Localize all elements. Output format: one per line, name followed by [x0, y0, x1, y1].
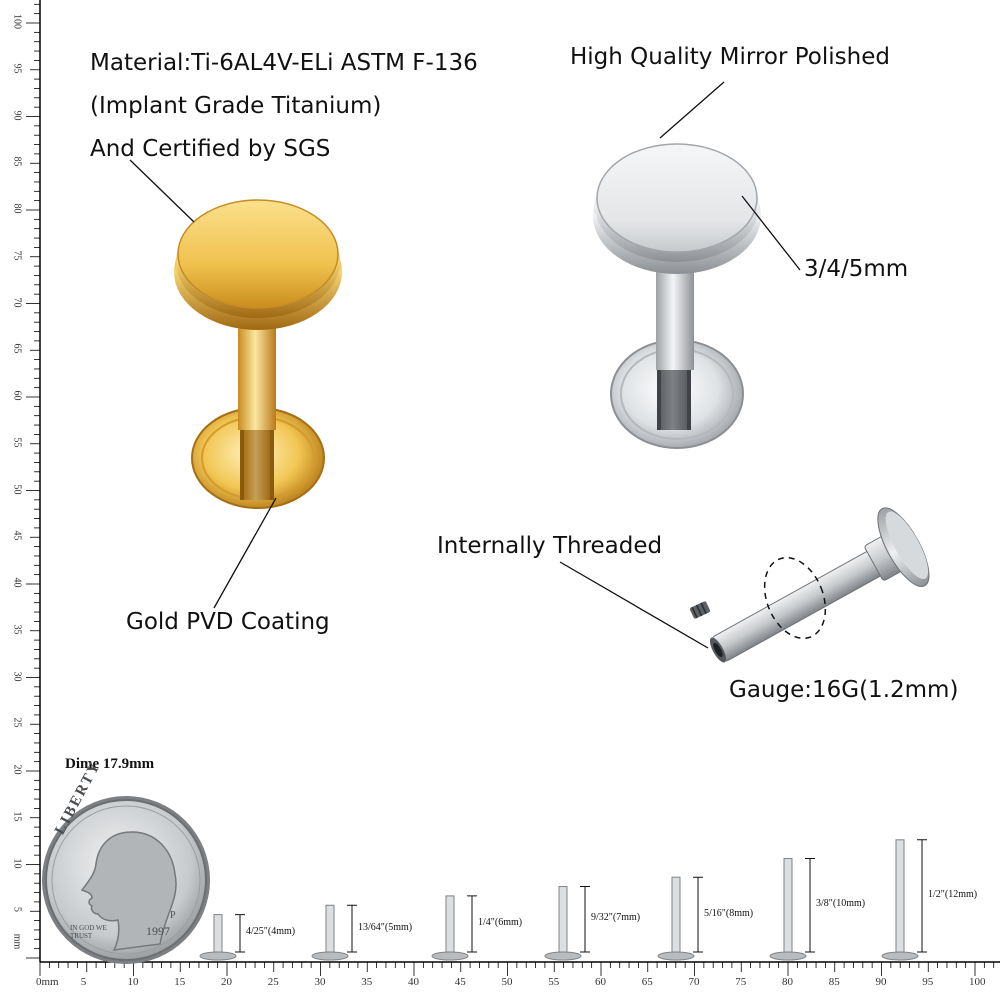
size-dimension-bracket: [347, 904, 357, 953]
size-sample-bar: [881, 839, 927, 961]
size-dimension-bracket: [467, 895, 477, 953]
size-label: 9/32"(7mm): [591, 912, 641, 924]
horizontal-ruler-label: 15: [174, 976, 186, 988]
size-label: 4/25"(4mm): [246, 926, 296, 938]
vertical-ruler-ticks: [26, 3, 40, 959]
size-label: 1/4"(6mm): [478, 916, 523, 928]
size-sample-shaft: [445, 895, 455, 953]
size-label: 13/64"(5mm): [358, 921, 413, 933]
horizontal-ruler-label: 95: [922, 976, 934, 988]
size-sample-bar: [431, 895, 477, 961]
gold-leader-line: [213, 497, 277, 609]
product-illustrations: [129, 81, 930, 663]
horizontal-ruler-label: 100: [969, 976, 986, 988]
size-sample-disc: [769, 951, 807, 961]
size-sample-disc: [657, 951, 695, 961]
size-dimension-bracket: [693, 876, 703, 953]
horizontal-ruler-label: 75: [735, 976, 747, 988]
size-sample-disc: [311, 951, 349, 961]
horizontal-ruler-label: 0mm: [36, 976, 59, 988]
horizontal-ruler-label: 40: [408, 976, 419, 988]
size-dimension-bracket: [805, 858, 815, 953]
size-sample-bar: [544, 886, 590, 961]
dime-portrait: [80, 831, 177, 951]
horizontal-ruler-label: 70: [688, 976, 700, 988]
gold-pvd-label: Gold PVD Coating: [126, 609, 330, 635]
size-sample-shaft: [558, 886, 568, 953]
size-sample-disc: [199, 951, 237, 961]
material-label-line3: And Certified by SGS: [90, 136, 331, 162]
horizontal-ruler-label: 5: [80, 976, 87, 988]
vertical-ruler-label: 20: [11, 764, 23, 775]
internally-threaded-label: Internally Threaded: [437, 533, 663, 559]
size-dimension-bracket: [580, 886, 590, 953]
mirror-polished-label: High Quality Mirror Polished: [570, 44, 890, 70]
horizontal-ruler-label: 30: [314, 976, 326, 988]
size-sample-shaft: [783, 858, 793, 953]
material-label-line1: Material:Ti-6AL4V-ELi ASTM F-136: [90, 50, 478, 76]
horizontal-ruler-ticks: [39, 962, 995, 976]
horizontal-ruler-label: 45: [454, 976, 466, 988]
size-label: 1/2"(12mm): [928, 888, 978, 900]
threaded-bar-image: [689, 507, 930, 663]
horizontal-ruler-label: 25: [267, 976, 279, 988]
dime-label: Dime 17.9mm: [65, 756, 155, 772]
size-label: 5/16"(8mm): [704, 907, 754, 919]
gauge-label: Gauge:16G(1.2mm): [729, 677, 959, 703]
size-sample-disc: [431, 951, 469, 961]
size-sample-bar: [311, 904, 357, 961]
size-dimension-bracket: [235, 914, 245, 953]
disc-size-label: 3/4/5mm: [804, 256, 909, 282]
mirror-leader-line: [659, 81, 725, 139]
horizontal-ruler-label: 10: [127, 976, 139, 988]
threaded-leader-line: [559, 561, 709, 649]
material-leader-line: [129, 159, 195, 223]
horizontal-ruler-label: 20: [221, 976, 232, 988]
size-sample-disc: [544, 951, 582, 961]
horizontal-ruler-label: 50: [501, 976, 513, 988]
size-label: 3/8"(10mm): [816, 898, 866, 910]
size-sample-bar: [657, 876, 703, 961]
horizontal-ruler-label: 80: [782, 976, 793, 988]
horizontal-ruler-label: 55: [548, 976, 560, 988]
dime-coin-image: [42, 796, 210, 964]
dime-year-text: 1997: [146, 924, 170, 938]
horizontal-ruler-label: 65: [641, 976, 653, 988]
horizontal-ruler-label: 90: [875, 976, 887, 988]
horizontal-ruler-label: 85: [828, 976, 840, 988]
size-sample-bar: [199, 914, 245, 961]
size-sample-bar: [769, 858, 815, 961]
size-sample-disc: [881, 951, 919, 961]
gold-labret-image: [174, 199, 342, 509]
dime-mint-mark: P: [170, 910, 176, 921]
size-sample-shaft: [213, 914, 223, 953]
horizontal-ruler-label: 35: [361, 976, 373, 988]
dime-motto-text: IN GOD WE TRUST: [70, 924, 107, 940]
size-dimension-bracket: [917, 839, 927, 953]
size-lineup: [199, 839, 927, 961]
size-sample-shaft: [325, 904, 335, 953]
size-sample-shaft: [895, 839, 905, 953]
material-label-line2: (Implant Grade Titanium): [90, 93, 382, 119]
disc-leader-line: [741, 195, 801, 271]
silver-labret-image: [593, 143, 761, 449]
size-sample-shaft: [671, 876, 681, 953]
horizontal-ruler-label: 60: [595, 976, 606, 988]
